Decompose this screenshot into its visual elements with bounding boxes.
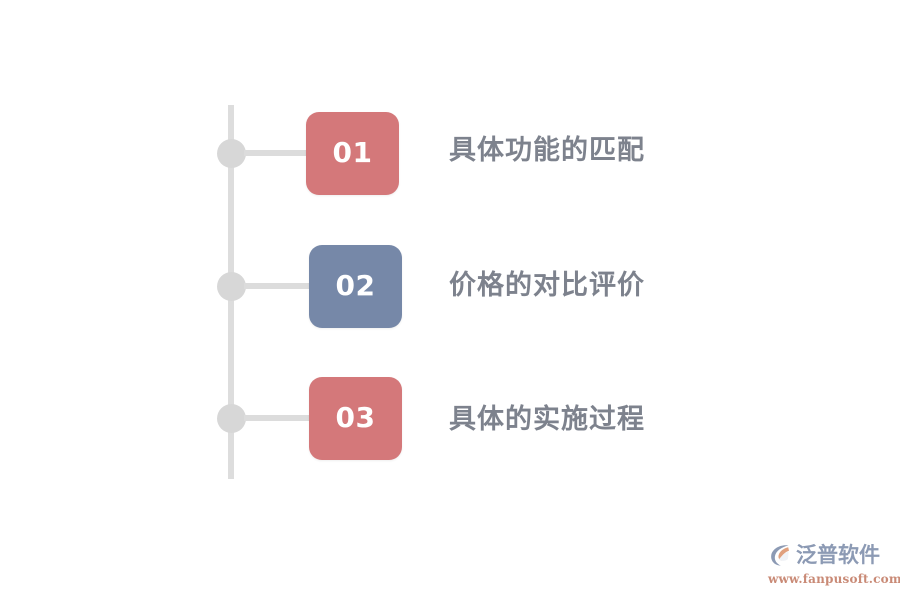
step-label: 具体功能的匹配 [449,135,645,166]
timeline-node-dot [217,139,246,168]
timeline-connector [244,415,312,421]
step-label: 价格的对比评价 [449,270,645,301]
timeline-connector [244,150,312,156]
watermark-brand-text: 泛普软件 [796,542,880,567]
timeline-connector [244,283,312,289]
timeline-step-3: 03 具体的实施过程 [0,364,900,474]
step-number-card[interactable]: 01 [306,112,399,195]
timeline-step-2: 02 价格的对比评价 [0,232,900,342]
step-number: 02 [335,268,376,302]
step-number: 01 [332,135,373,169]
timeline-node-dot [217,272,246,301]
timeline-step-1: 01 具体功能的匹配 [0,99,900,209]
watermark: 泛普软件 www.fanpusoft.com [768,540,900,590]
watermark-url: www.fanpusoft.com [768,572,900,586]
step-number: 03 [335,400,376,434]
fanpu-logo-icon [768,542,794,568]
timeline-node-dot [217,404,246,433]
step-number-card[interactable]: 03 [309,377,402,460]
step-label: 具体的实施过程 [449,404,645,435]
watermark-brand-row: 泛普软件 [768,540,893,570]
step-number-card[interactable]: 02 [309,245,402,328]
